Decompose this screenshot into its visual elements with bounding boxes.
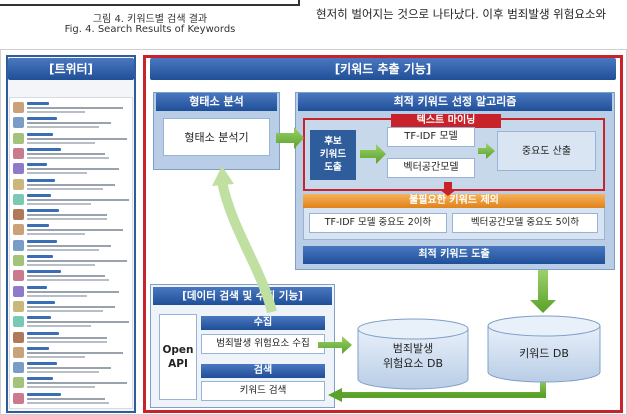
- figure-caption-korean: 그림 4. 키워드별 검색 결과: [0, 10, 300, 25]
- risk-db-label: 범죄발생 위험요소 DB: [358, 341, 468, 371]
- candidate-line: 후보: [310, 135, 356, 148]
- avatar: [13, 270, 24, 281]
- tweet-thumbnail: [13, 240, 131, 255]
- tweet-thumbnail: [13, 194, 131, 209]
- open-api-box: Open API: [159, 314, 197, 400]
- twitter-panel-title: [트위터]: [8, 58, 134, 80]
- avatar: [13, 240, 24, 251]
- tweet-thumbnail: [13, 117, 131, 132]
- collection-item: 범죄발생 위험요소 수집: [201, 334, 325, 354]
- tfidf-model-box: TF-IDF 모델: [387, 127, 475, 147]
- twitter-feed-screenshot: [9, 97, 133, 409]
- keyword-algorithm-title: 최적 키워드 선정 알고리즘: [298, 93, 612, 111]
- tweet-thumbnail: [13, 102, 131, 117]
- avatar: [13, 209, 24, 220]
- avatar: [13, 133, 24, 144]
- avatar: [13, 301, 24, 312]
- tweet-thumbnail: [13, 224, 131, 239]
- final-keyword-box: 최적 키워드 도출: [303, 246, 605, 264]
- body-text-line: 현저히 벌어지는 것으로 나타났다. 이후 범죄발생 위험요소와: [316, 6, 627, 22]
- avatar: [13, 255, 24, 266]
- figure-caption-english: Fig. 4. Search Results of Keywords: [0, 24, 300, 35]
- tweet-thumbnail: [13, 332, 131, 347]
- candidate-line: 도출: [310, 161, 356, 174]
- tweet-thumbnail: [13, 347, 131, 362]
- tweet-thumbnail: [13, 286, 131, 301]
- avatar: [13, 224, 24, 235]
- risk-db-line: 위험요소 DB: [358, 356, 468, 371]
- risk-db-line: 범죄발생: [358, 341, 468, 356]
- tweet-thumbnail: [13, 148, 131, 163]
- avatar: [13, 332, 24, 343]
- avatar: [13, 163, 24, 174]
- open-api-line: API: [160, 357, 196, 371]
- avatar: [13, 362, 24, 373]
- tweet-thumbnail: [13, 270, 131, 285]
- tweet-thumbnail: [13, 362, 131, 377]
- tweet-thumbnail: [13, 163, 131, 178]
- search-title: 검색: [201, 364, 325, 378]
- avatar: [13, 286, 24, 297]
- avatar: [13, 117, 24, 128]
- avatar: [13, 347, 24, 358]
- tweet-thumbnail: [13, 377, 131, 392]
- data-search-collection-title: [데이터 검색 및 수집 기능]: [153, 287, 332, 305]
- open-api-line: Open: [160, 343, 196, 357]
- remove-vector-criterion: 벡터공간모델 중요도 5이하: [452, 213, 598, 233]
- importance-calculation-box: 중요도 산출: [497, 131, 596, 171]
- tweet-thumbnail: [13, 316, 131, 331]
- tweet-thumbnail: [13, 301, 131, 316]
- tweet-thumbnail: [13, 133, 131, 148]
- avatar: [13, 393, 24, 404]
- tweet-thumbnail: [13, 255, 131, 270]
- previous-figure-border: [0, 0, 300, 6]
- tweet-thumbnail: [13, 393, 131, 408]
- avatar: [13, 377, 24, 388]
- search-item: 키워드 검색: [201, 381, 325, 401]
- avatar: [13, 148, 24, 159]
- tweet-thumbnail: [13, 179, 131, 194]
- avatar: [13, 194, 24, 205]
- avatar: [13, 179, 24, 190]
- candidate-line: 키워드: [310, 148, 356, 161]
- keyword-extraction-title: [키워드 추출 기능]: [150, 58, 616, 80]
- morphological-analyzer: 형태소 분석기: [163, 118, 270, 156]
- avatar: [13, 316, 24, 327]
- tweet-thumbnail: [13, 209, 131, 224]
- remove-keywords-title: 불필요한 키워드 제외: [303, 194, 605, 208]
- morphological-analysis-title: 형태소 분석: [156, 93, 277, 111]
- keyword-db-label: 키워드 DB: [488, 346, 600, 361]
- avatar: [13, 102, 24, 113]
- remove-tfidf-criterion: TF-IDF 모델 중요도 2이하: [309, 213, 447, 233]
- text-mining-label: 텍스트 마이닝: [391, 114, 501, 128]
- collection-title: 수집: [201, 316, 325, 330]
- vector-space-model-box: 벡터공간모델: [387, 158, 475, 178]
- candidate-keyword-box: 후보 키워드 도출: [310, 130, 356, 180]
